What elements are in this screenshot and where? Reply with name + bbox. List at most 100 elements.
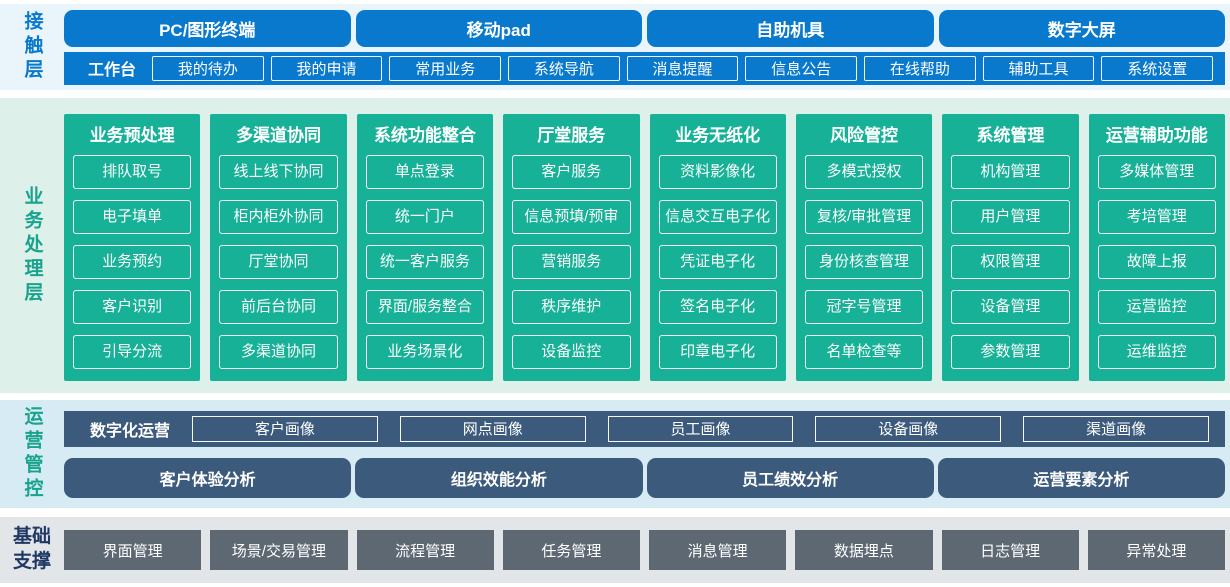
portrait-item[interactable]: 渠道画像 xyxy=(1023,415,1209,442)
workbench-item[interactable]: 辅助工具 xyxy=(982,55,1095,81)
business-item[interactable]: 厅堂协同 xyxy=(219,245,338,279)
business-column-title: 风险管控 xyxy=(830,126,899,145)
business-item[interactable]: 凭证电子化 xyxy=(658,245,777,279)
foundation-item[interactable]: 数据埋点 xyxy=(795,530,933,570)
business-column-items: 多模式授权复核/审批管理身份核查管理冠字号管理名单检查等 xyxy=(804,155,924,369)
business-column: 多渠道协同 线上线下协同柜内柜外协同厅堂协同前后台协同多渠道协同 xyxy=(210,114,347,381)
workbench-item[interactable]: 我的待办 xyxy=(152,55,264,81)
business-item[interactable]: 前后台协同 xyxy=(219,290,338,324)
business-item[interactable]: 运营监控 xyxy=(1097,290,1216,324)
business-item[interactable]: 界面/服务整合 xyxy=(365,290,485,324)
analysis-button[interactable]: 运营要素分析 xyxy=(937,457,1225,498)
foundation-items: 界面管理场景/交易管理流程管理任务管理消息管理数据埋点日志管理异常处理 xyxy=(64,517,1230,583)
terminal-button[interactable]: 自助机具 xyxy=(647,9,934,47)
business-processing-layer: 业务处理层 业务预处理 排队取号电子填单业务预约客户识别引导分流 多渠道协同 线… xyxy=(0,98,1230,393)
business-column-title: 系统功能整合 xyxy=(373,126,476,145)
business-item[interactable]: 参数管理 xyxy=(951,335,1070,369)
contact-layer-label: 接触层 xyxy=(21,11,43,83)
business-item[interactable]: 单点登录 xyxy=(365,155,485,189)
business-item[interactable]: 电子填单 xyxy=(73,200,192,234)
business-column-title: 运营辅助功能 xyxy=(1105,126,1208,145)
business-item[interactable]: 冠字号管理 xyxy=(804,290,924,324)
foundation-item[interactable]: 任务管理 xyxy=(502,530,640,570)
business-item[interactable]: 信息交互电子化 xyxy=(658,200,777,234)
business-item[interactable]: 统一门户 xyxy=(365,200,485,234)
business-item[interactable]: 引导分流 xyxy=(73,335,192,369)
business-item[interactable]: 权限管理 xyxy=(951,245,1070,279)
business-item[interactable]: 运维监控 xyxy=(1097,335,1216,369)
foundation-item[interactable]: 界面管理 xyxy=(64,530,202,570)
analysis-button[interactable]: 客户体验分析 xyxy=(64,457,352,498)
operations-layer-label: 运营管控 xyxy=(21,406,43,502)
workbench-items: 我的待办我的申请常用业务系统导航消息提醒信息公告在线帮助辅助工具系统设置 xyxy=(152,55,1214,81)
business-item[interactable]: 营销服务 xyxy=(512,245,631,279)
portrait-item[interactable]: 客户画像 xyxy=(192,415,378,442)
business-item[interactable]: 多渠道协同 xyxy=(219,335,338,369)
business-item[interactable]: 考培管理 xyxy=(1097,200,1216,234)
business-item[interactable]: 多模式授权 xyxy=(804,155,924,189)
business-layer-gutter: 业务处理层 xyxy=(0,98,64,393)
workbench-label: 工作台 xyxy=(88,62,137,79)
workbench-item[interactable]: 在线帮助 xyxy=(864,55,976,81)
business-item[interactable]: 设备管理 xyxy=(951,290,1070,324)
foundation-item[interactable]: 消息管理 xyxy=(649,530,787,570)
workbench-item[interactable]: 系统设置 xyxy=(1101,55,1214,81)
business-item[interactable]: 印章电子化 xyxy=(658,335,777,369)
business-column-items: 排队取号电子填单业务预约客户识别引导分流 xyxy=(73,155,192,369)
digital-operations-label: 数字化运营 xyxy=(90,422,171,440)
business-item[interactable]: 多媒体管理 xyxy=(1097,155,1216,189)
business-item[interactable]: 柜内柜外协同 xyxy=(219,200,338,234)
business-item[interactable]: 排队取号 xyxy=(73,155,192,189)
business-item[interactable]: 业务预约 xyxy=(73,245,192,279)
operations-management-layer: 运营管控 数字化运营 客户画像网点画像员工画像设备画像渠道画像 客户体验分析组织… xyxy=(0,400,1230,508)
foundation-item[interactable]: 日志管理 xyxy=(941,530,1079,570)
portrait-item[interactable]: 员工画像 xyxy=(607,415,794,442)
business-columns: 业务预处理 排队取号电子填单业务预约客户识别引导分流 多渠道协同 线上线下协同柜… xyxy=(64,98,1230,393)
workbench-item[interactable]: 信息公告 xyxy=(745,55,858,81)
business-item[interactable]: 名单检查等 xyxy=(804,335,924,369)
business-item[interactable]: 客户服务 xyxy=(512,155,631,189)
business-item[interactable]: 资料影像化 xyxy=(658,155,777,189)
business-column: 厅堂服务 客户服务信息预填/预审营销服务秩序维护设备监控 xyxy=(503,114,640,381)
business-column-title: 业务无纸化 xyxy=(675,126,761,145)
business-item[interactable]: 线上线下协同 xyxy=(219,155,338,189)
business-column-title: 多渠道协同 xyxy=(236,126,322,145)
business-column-items: 机构管理用户管理权限管理设备管理参数管理 xyxy=(951,155,1070,369)
business-item[interactable]: 用户管理 xyxy=(951,200,1070,234)
business-column: 业务预处理 排队取号电子填单业务预约客户识别引导分流 xyxy=(64,114,201,381)
business-item[interactable]: 秩序维护 xyxy=(512,290,631,324)
foundation-item[interactable]: 场景/交易管理 xyxy=(210,530,348,570)
foundation-item[interactable]: 流程管理 xyxy=(356,530,494,570)
business-item[interactable]: 签名电子化 xyxy=(658,290,777,324)
workbench-item[interactable]: 系统导航 xyxy=(508,55,620,81)
operations-layer-gutter: 运营管控 xyxy=(0,400,64,508)
digital-operations-items: 客户画像网点画像员工画像设备画像渠道画像 xyxy=(192,415,1209,442)
workbench-item[interactable]: 我的申请 xyxy=(270,55,383,81)
business-item[interactable]: 业务场景化 xyxy=(365,335,485,369)
terminal-button[interactable]: 数字大屏 xyxy=(938,9,1225,47)
workbench-item[interactable]: 消息提醒 xyxy=(626,55,739,81)
operations-layer-content: 数字化运营 客户画像网点画像员工画像设备画像渠道画像 客户体验分析组织效能分析员… xyxy=(64,400,1230,508)
portrait-item[interactable]: 网点画像 xyxy=(399,415,586,442)
portrait-item[interactable]: 设备画像 xyxy=(815,415,1002,442)
workbench-bar: 工作台 我的待办我的申请常用业务系统导航消息提醒信息公告在线帮助辅助工具系统设置 xyxy=(64,51,1225,85)
workbench-item[interactable]: 常用业务 xyxy=(389,55,502,81)
business-item[interactable]: 信息预填/预审 xyxy=(512,200,631,234)
business-item[interactable]: 设备监控 xyxy=(512,335,631,369)
analysis-button[interactable]: 组织效能分析 xyxy=(355,457,643,498)
business-item[interactable]: 机构管理 xyxy=(951,155,1070,189)
business-item[interactable]: 复核/审批管理 xyxy=(804,200,924,234)
business-item[interactable]: 身份核查管理 xyxy=(804,245,924,279)
business-layer-label: 业务处理层 xyxy=(21,185,43,306)
business-item[interactable]: 故障上报 xyxy=(1097,245,1216,279)
terminal-button[interactable]: PC/图形终端 xyxy=(64,9,351,47)
foundation-item[interactable]: 异常处理 xyxy=(1087,530,1225,570)
business-item[interactable]: 统一客户服务 xyxy=(365,245,485,279)
analysis-button[interactable]: 员工绩效分析 xyxy=(646,457,934,498)
business-column-items: 多媒体管理考培管理故障上报运营监控运维监控 xyxy=(1097,155,1216,369)
business-item[interactable]: 客户识别 xyxy=(73,290,192,324)
terminal-button[interactable]: 移动pad xyxy=(355,9,642,47)
